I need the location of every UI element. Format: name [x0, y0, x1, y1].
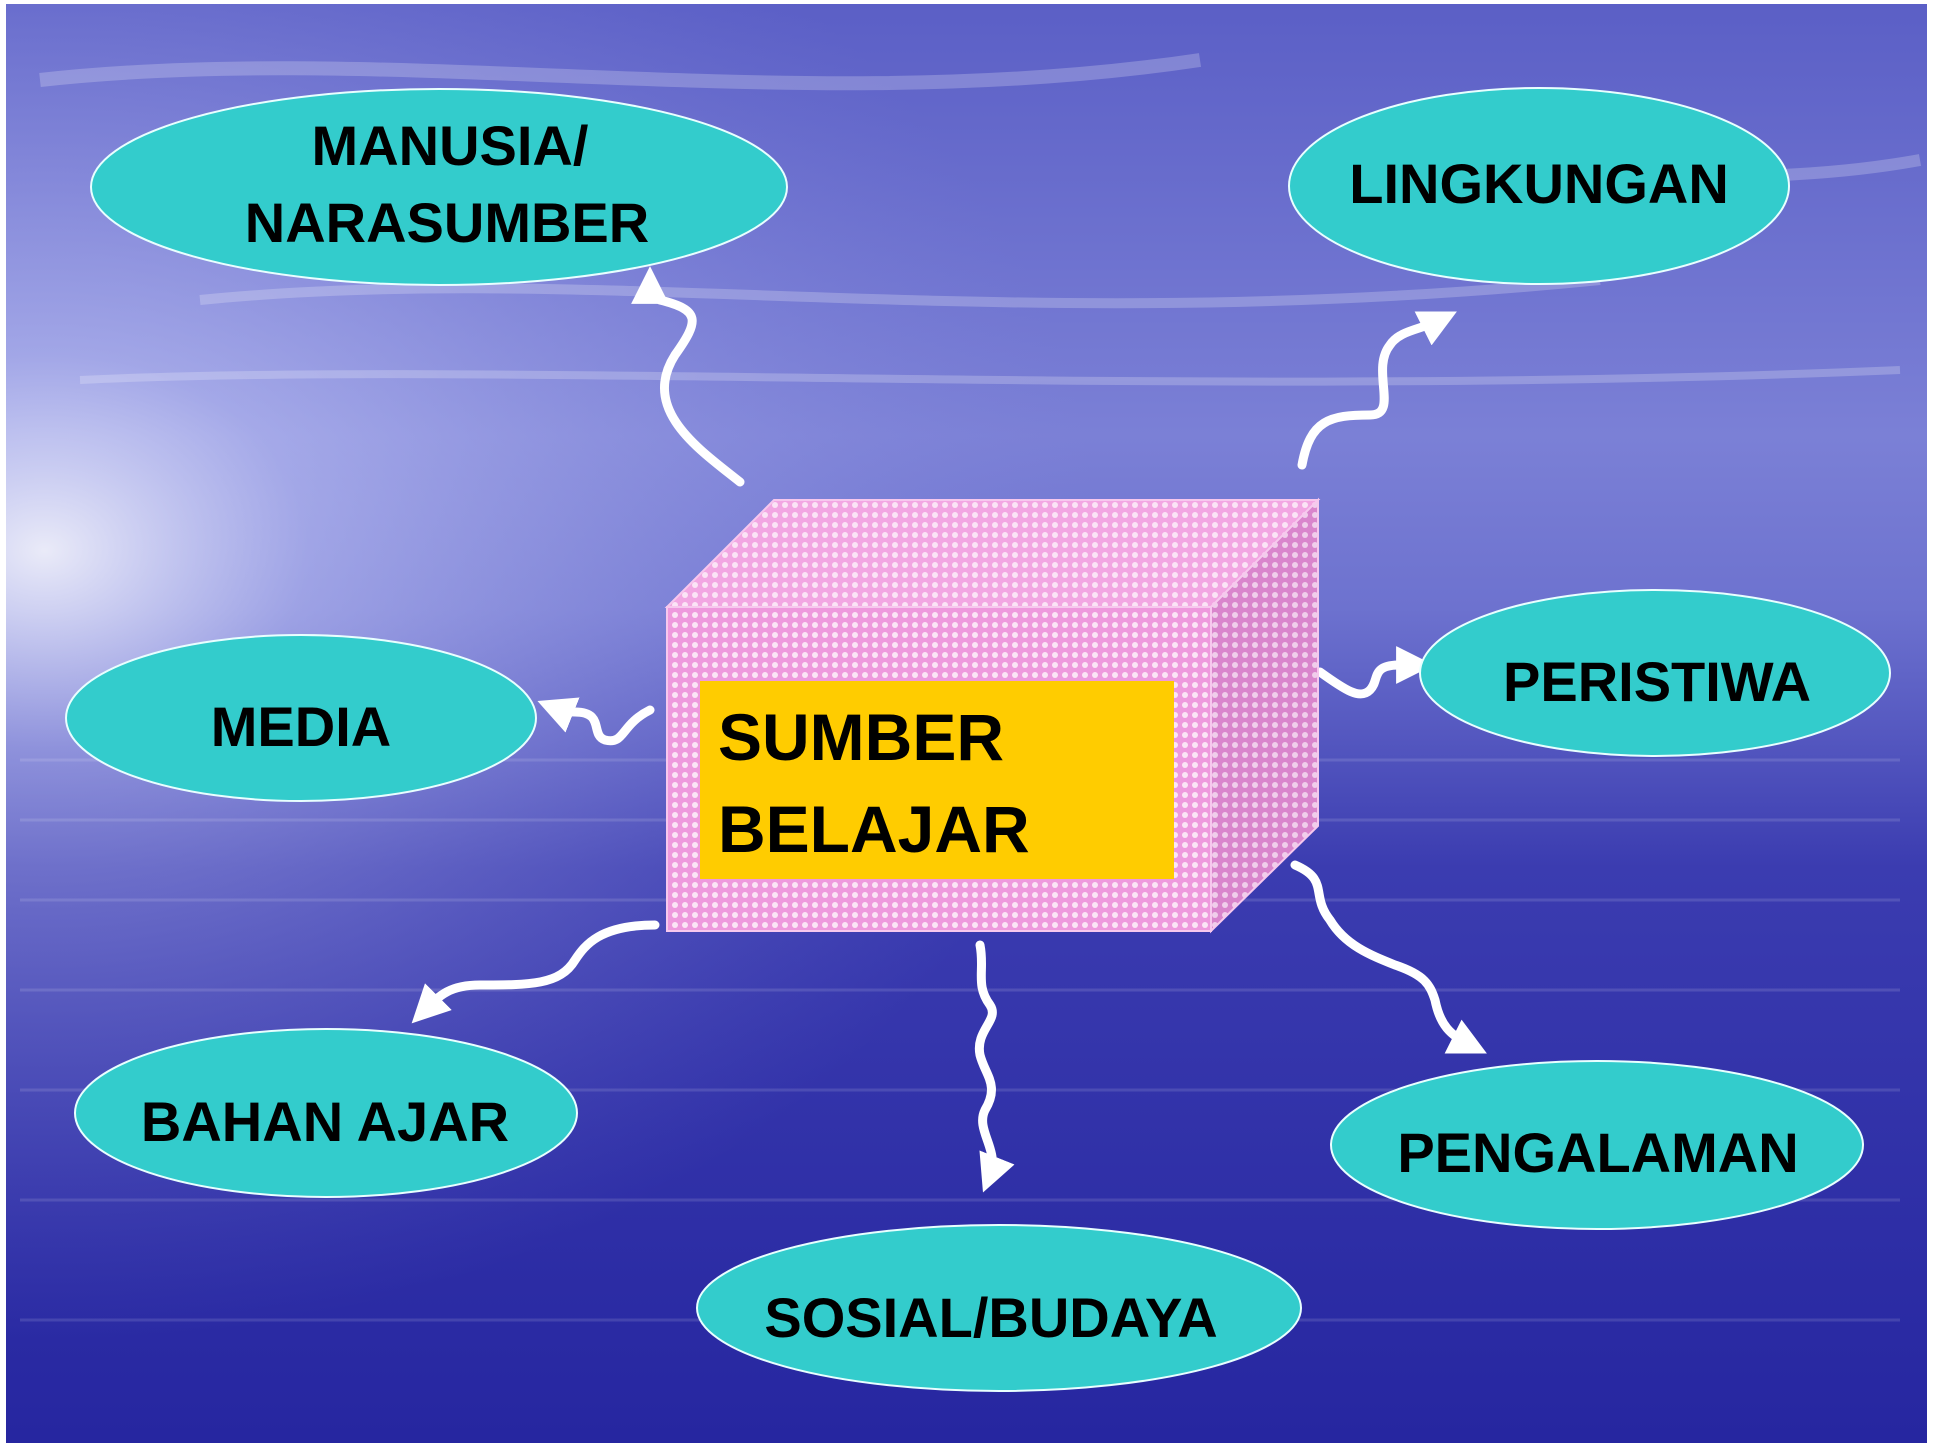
arrow-to-sosial-budaya: [974, 940, 1015, 1193]
center-title-line1: SUMBER: [718, 700, 1004, 774]
node-bahan-ajar: BAHAN AJAR: [74, 1028, 578, 1198]
center-title-line2: BELAJAR: [718, 792, 1030, 866]
node-manusia-narasumber: MANUSIA/ NARASUMBER: [90, 88, 788, 286]
node-pengalaman: PENGALAMAN: [1330, 1060, 1864, 1230]
arrow-to-manusia: [631, 266, 745, 487]
node-lingkungan-label: LINGKUNGAN: [1349, 152, 1729, 215]
node-bahan-ajar-label: BAHAN AJAR: [141, 1090, 509, 1153]
center-label-box: [700, 681, 1174, 879]
arrow-to-media: [537, 697, 655, 746]
node-peristiwa-label: PERISTIWA: [1503, 650, 1811, 713]
box-top-face: [664, 499, 1321, 608]
node-sosial-budaya-label: SOSIAL/BUDAYA: [764, 1286, 1217, 1349]
node-media: MEDIA: [65, 634, 537, 802]
node-lingkungan: LINGKUNGAN: [1288, 87, 1790, 285]
node-media-label: MEDIA: [211, 695, 391, 758]
sumber-belajar-box: SUMBER BELAJAR: [664, 497, 1321, 934]
node-sosial-budaya: SOSIAL/BUDAYA: [696, 1224, 1302, 1392]
node-manusia-line2: NARASUMBER: [245, 191, 649, 254]
arrow-to-bahan-ajar: [411, 920, 660, 1024]
node-manusia-line1: MANUSIA/: [312, 114, 589, 177]
arrow-to-peristiwa: [1315, 646, 1434, 699]
connector-arrows: [411, 266, 1487, 1193]
arrow-to-pengalaman: [1290, 860, 1487, 1054]
node-pengalaman-label: PENGALAMAN: [1397, 1121, 1798, 1184]
arrow-to-lingkungan: [1297, 311, 1457, 470]
node-peristiwa: PERISTIWA: [1419, 589, 1891, 757]
